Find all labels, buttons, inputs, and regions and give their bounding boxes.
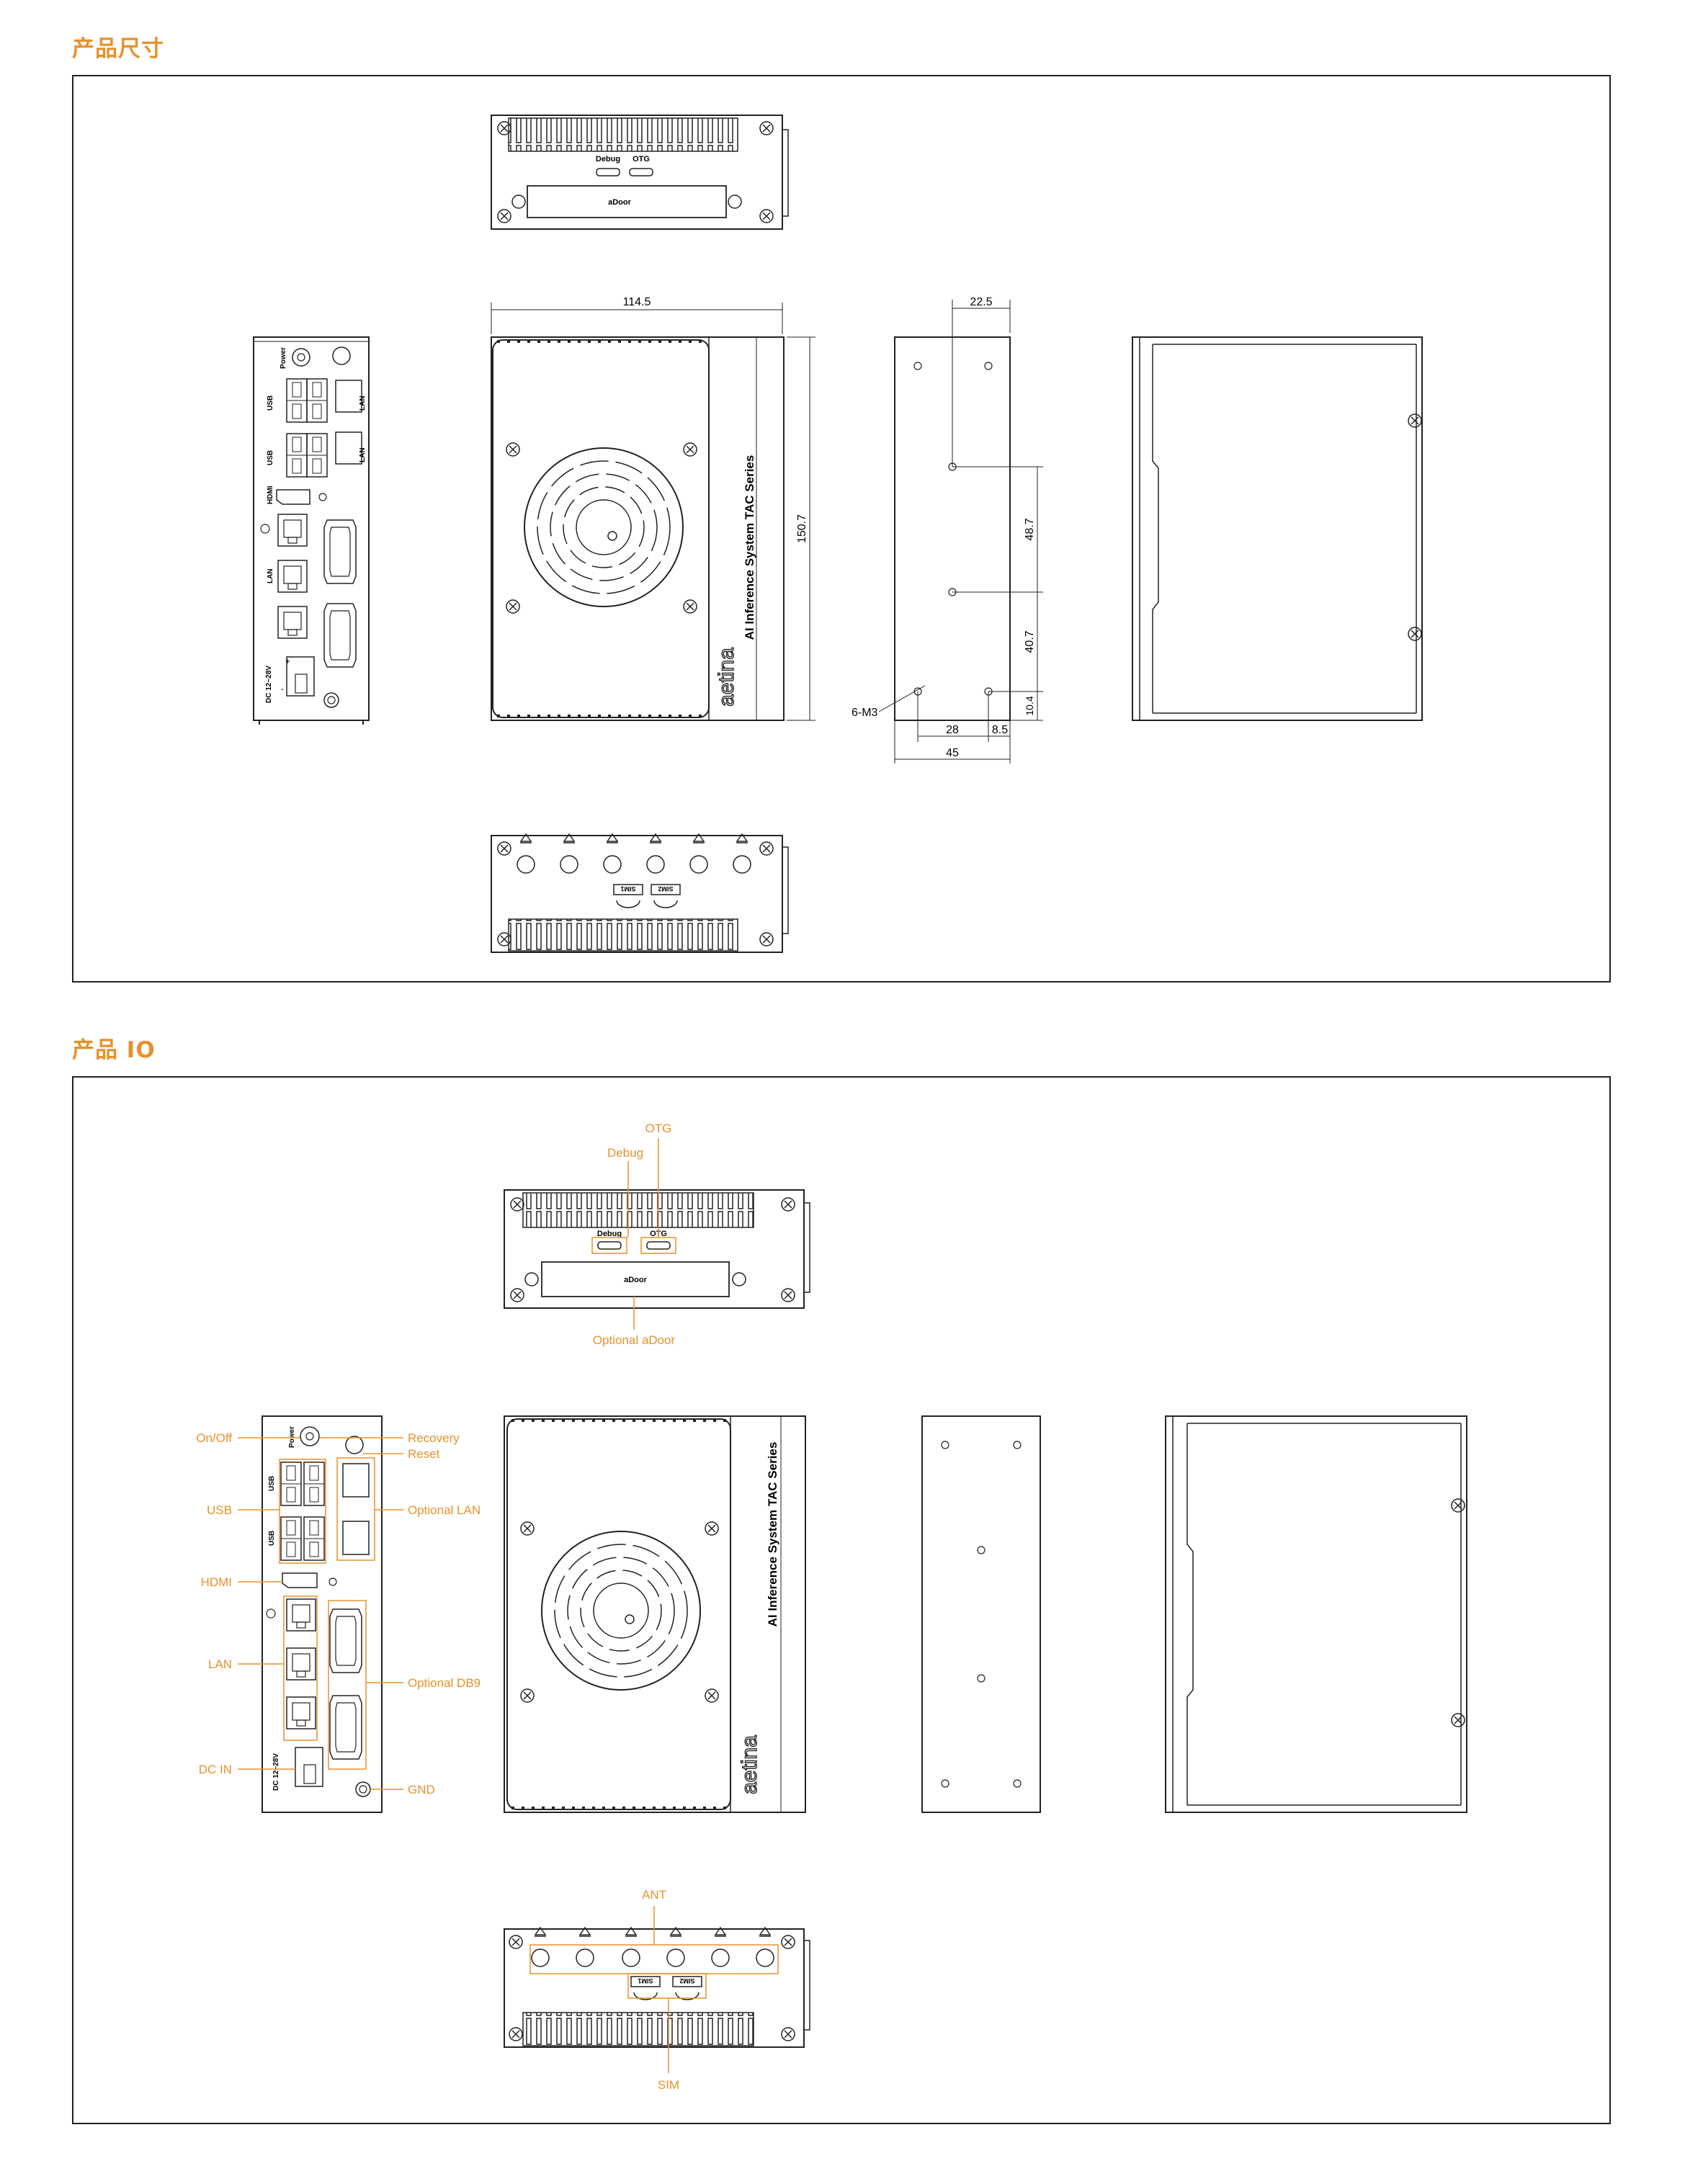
side-series-text: AI Inference System TAC Series bbox=[743, 455, 756, 640]
usb-label-2: USB bbox=[267, 450, 274, 465]
dim-width: 114.5 bbox=[623, 296, 651, 308]
dim-lower-spacing: 40.7 bbox=[1024, 630, 1036, 653]
hdmi-label: HDMI bbox=[267, 485, 274, 504]
power-label: Power bbox=[280, 347, 287, 369]
usb-label-1: USB bbox=[267, 395, 274, 411]
io-debug-label: Debug bbox=[597, 1230, 622, 1238]
io-panel-callouts-view: Power USB USB DC 12~28V bbox=[196, 1415, 481, 1813]
dim-hole-edge: 8.5 bbox=[992, 724, 1008, 736]
io-main-view: AI Inference System TAC Series aetina bbox=[504, 1415, 806, 1813]
mounting-view: 22.5 48.7 40.7 10.4 6-M3 28 8.5 45 bbox=[852, 296, 1043, 764]
right-side-view bbox=[1132, 336, 1423, 721]
dimensions-frame bbox=[72, 75, 1611, 983]
callout-debug: Debug bbox=[607, 1146, 643, 1160]
dim-bottom-offset: 10.4 bbox=[1024, 696, 1035, 715]
top-view: Debug OTG aDoor bbox=[491, 115, 789, 230]
io-bottom-view: SIM1 SIM2 ANT SIM bbox=[504, 1888, 810, 2092]
optional-lan-label-2: LAN bbox=[359, 447, 367, 462]
debug-label: Debug bbox=[596, 155, 620, 164]
main-view: AI Inference System TAC Series aetina 11… bbox=[491, 296, 815, 721]
io-sim-label-1: SIM1 bbox=[638, 1977, 653, 1984]
callout-lan: LAN bbox=[208, 1657, 232, 1671]
dim-height: 150.7 bbox=[796, 514, 808, 543]
io-logo-text: aetina bbox=[738, 1735, 761, 1794]
dc-label: DC 12~28V bbox=[265, 666, 273, 703]
sim-label-2: SIM2 bbox=[658, 885, 673, 892]
io-usb-label-1: USB bbox=[268, 1476, 276, 1491]
dim-top-offset: 22.5 bbox=[970, 296, 992, 308]
callout-recovery: Recovery bbox=[408, 1431, 460, 1445]
callout-optional-adoor: Optional aDoor bbox=[593, 1333, 676, 1347]
io-power-label: Power bbox=[288, 1426, 296, 1448]
callout-optional-db9: Optional DB9 bbox=[408, 1676, 481, 1690]
dc-minus: - bbox=[281, 684, 284, 694]
dim-depth: 45 bbox=[946, 747, 959, 759]
callout-sim: SIM bbox=[658, 2078, 679, 2092]
dim-hole-span: 28 bbox=[946, 724, 959, 736]
io-adoor-label: aDoor bbox=[624, 1276, 648, 1284]
io-panel-view: Power USB USB LAN LAN HDMI LAN + - DC 12… bbox=[253, 336, 370, 725]
callout-optional-lan: Optional LAN bbox=[408, 1503, 481, 1517]
callout-on-off: On/Off bbox=[196, 1431, 232, 1445]
io-top-view: Debug OTG aDoor OTG Debug Optional aDoor bbox=[504, 1122, 810, 1347]
callout-hdmi: HDMI bbox=[201, 1575, 232, 1589]
io-usb-label-2: USB bbox=[268, 1531, 276, 1546]
dc-plus: + bbox=[285, 656, 290, 666]
io-right-side-view bbox=[1165, 1415, 1467, 1813]
callout-dc-in: DC IN bbox=[199, 1763, 232, 1776]
lan-label: LAN bbox=[267, 568, 274, 583]
bottom-view: SIM1 SIM2 bbox=[491, 833, 789, 953]
callout-otg: OTG bbox=[645, 1122, 672, 1135]
dimensions-section-title: 产品尺寸 bbox=[72, 36, 164, 62]
logo-text: aetina bbox=[715, 648, 738, 707]
io-dc-label: DC 12~28V bbox=[272, 1753, 280, 1791]
screw-spec: 6-M3 bbox=[852, 707, 878, 719]
io-sim-label-2: SIM2 bbox=[679, 1977, 694, 1984]
callout-reset: Reset bbox=[408, 1447, 440, 1461]
adoor-label: aDoor bbox=[608, 198, 632, 207]
otg-label: OTG bbox=[633, 155, 650, 164]
io-mounting-view bbox=[921, 1415, 1041, 1813]
io-side-series-text: AI Inference System TAC Series bbox=[766, 1442, 779, 1627]
io-section-title: 产品 IO bbox=[72, 1037, 156, 1063]
dim-mid-spacing: 48.7 bbox=[1024, 518, 1036, 540]
sim-label-1: SIM1 bbox=[620, 885, 635, 892]
optional-lan-label-1: LAN bbox=[359, 395, 367, 411]
callout-usb: USB bbox=[207, 1503, 232, 1517]
callout-gnd: GND bbox=[408, 1783, 435, 1796]
callout-ant: ANT bbox=[642, 1888, 666, 1902]
